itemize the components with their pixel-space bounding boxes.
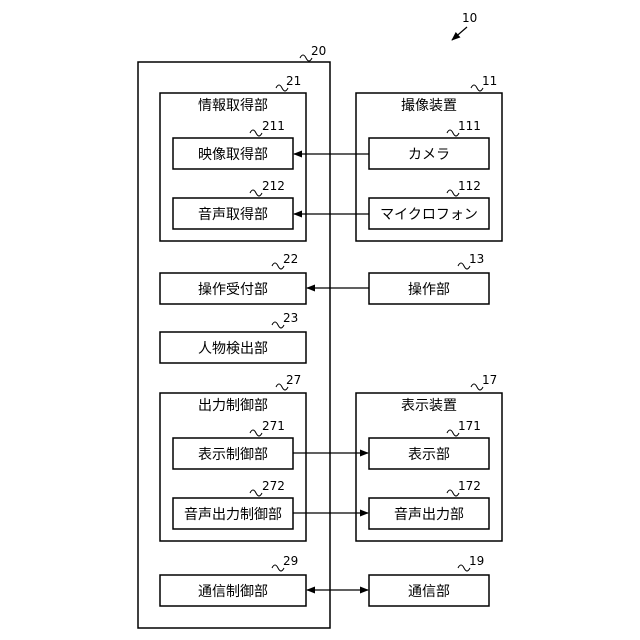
imaging-device: 撮像装置 11 カメラ 111 マイクロフォン 112 xyxy=(356,74,502,241)
video-acquisition-label: 映像取得部 xyxy=(198,146,268,163)
imaging-device-label: 撮像装置 xyxy=(401,97,457,114)
operation-unit-ref: 13 xyxy=(469,252,484,266)
person-detector-label: 人物検出部 xyxy=(198,341,268,357)
communication-unit-ref: 19 xyxy=(469,554,484,568)
output-controller-ref: 27 xyxy=(286,373,301,387)
communication-unit: 通信部 19 xyxy=(369,554,489,606)
comm-controller-label: 通信制御部 xyxy=(198,584,268,600)
display-device-label: 表示装置 xyxy=(401,398,457,414)
comm-controller-ref: 29 xyxy=(283,554,298,568)
imaging-device-ref: 11 xyxy=(482,74,497,88)
operation-receiver-ref: 22 xyxy=(283,252,298,266)
info-acquisition-ref: 21 xyxy=(286,74,301,88)
microphone-ref: 112 xyxy=(458,179,481,193)
output-controller-unit: 出力制御部 27 表示制御部 271 音声出力制御部 272 xyxy=(160,373,306,541)
audio-output-unit-label: 音声出力部 xyxy=(394,506,464,523)
display-control-label: 表示制御部 xyxy=(198,447,268,463)
info-acquisition-unit: 情報取得部 21 映像取得部 211 音声取得部 212 xyxy=(160,74,306,241)
display-unit-label: 表示部 xyxy=(408,447,450,463)
operation-receiver-label: 操作受付部 xyxy=(198,282,268,298)
output-controller-label: 出力制御部 xyxy=(198,398,268,414)
device-20-ref: 20 xyxy=(311,44,326,58)
audio-acquisition-label: 音声取得部 xyxy=(198,206,268,223)
audio-acquisition-ref: 212 xyxy=(262,179,285,193)
audio-output-control-ref: 272 xyxy=(262,479,285,493)
display-device-ref: 17 xyxy=(482,373,497,387)
camera-label: カメラ xyxy=(408,147,450,163)
person-detector-ref: 23 xyxy=(283,311,298,325)
display-device: 表示装置 17 表示部 171 音声出力部 172 xyxy=(356,373,502,541)
figure-ref-label: 10 xyxy=(462,11,477,25)
figure-ref-10: 10 xyxy=(452,11,477,40)
operation-unit: 操作部 13 xyxy=(369,252,489,304)
info-acquisition-label: 情報取得部 xyxy=(198,97,268,114)
display-unit-ref: 171 xyxy=(458,419,481,433)
camera-ref: 111 xyxy=(458,119,481,133)
video-acquisition-ref: 211 xyxy=(262,119,285,133)
operation-unit-label: 操作部 xyxy=(408,282,450,298)
microphone-label: マイクロフォン xyxy=(380,207,478,223)
audio-output-control-label: 音声出力制御部 xyxy=(184,506,282,523)
figure-ref-arrow xyxy=(452,27,467,40)
display-control-ref: 271 xyxy=(262,419,285,433)
audio-output-unit-ref: 172 xyxy=(458,479,481,493)
communication-unit-label: 通信部 xyxy=(408,584,450,600)
